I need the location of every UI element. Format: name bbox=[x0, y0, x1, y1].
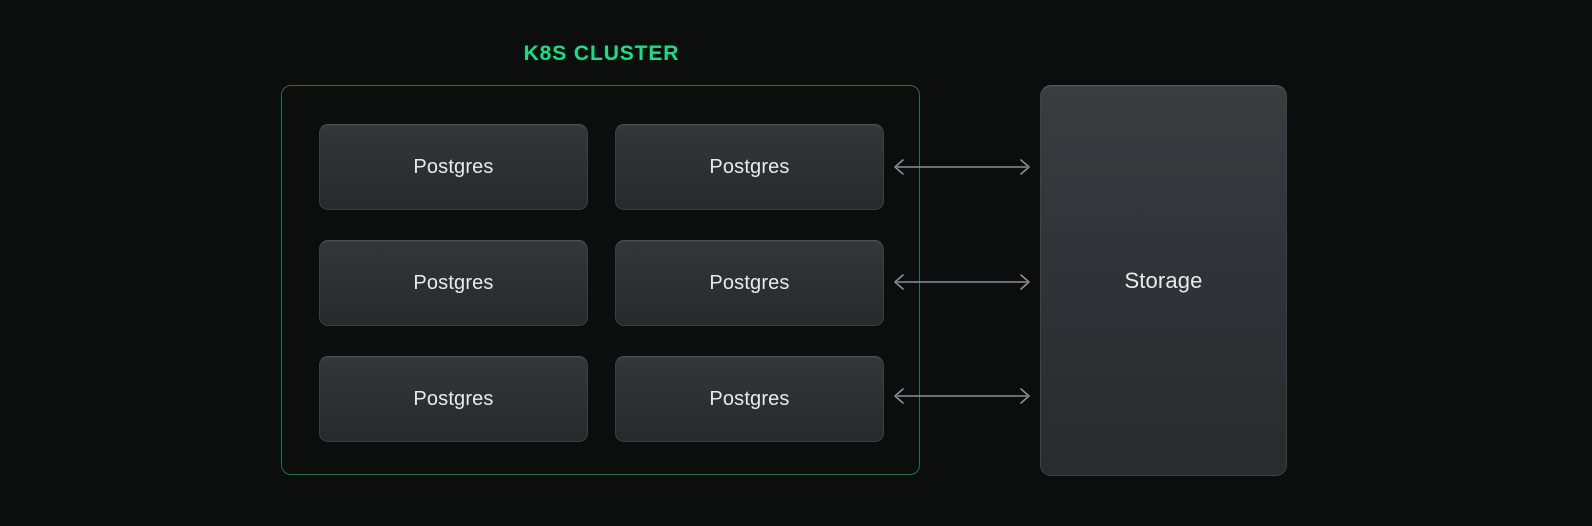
pod-node-label: Postgres bbox=[709, 156, 790, 178]
pod-node-label: Postgres bbox=[413, 156, 494, 178]
cluster-title: K8S CLUSTER bbox=[523, 42, 680, 65]
pod-node-3[interactable]: Postgres bbox=[319, 240, 588, 326]
storage-node-label: Storage bbox=[1124, 267, 1203, 293]
pod-node-1[interactable]: Postgres bbox=[319, 124, 588, 210]
pod-node-2[interactable]: Postgres bbox=[615, 124, 884, 210]
cluster-boundary-box bbox=[281, 85, 920, 475]
pod-node-5[interactable]: Postgres bbox=[319, 356, 588, 442]
pod-node-6[interactable]: Postgres bbox=[615, 356, 884, 442]
pod-grid: Postgres Postgres Postgres Postgres Post… bbox=[319, 124, 884, 442]
storage-node[interactable]: Storage bbox=[1040, 85, 1287, 476]
pod-node-label: Postgres bbox=[413, 388, 494, 410]
pod-node-4[interactable]: Postgres bbox=[615, 240, 884, 326]
pod-node-label: Postgres bbox=[709, 388, 790, 410]
pod-node-label: Postgres bbox=[413, 272, 494, 294]
pod-node-label: Postgres bbox=[709, 272, 790, 294]
